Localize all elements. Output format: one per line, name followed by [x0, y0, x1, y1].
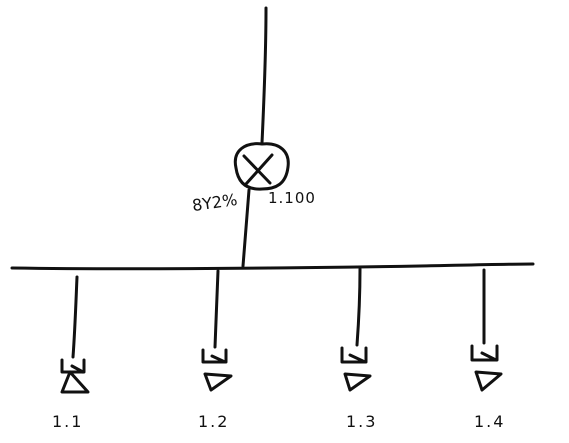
host-icon: [60, 358, 90, 394]
host-label: 1.2: [198, 412, 230, 431]
host-icon: [340, 346, 372, 392]
host-drop-line: [71, 275, 79, 359]
uplink-line: [260, 6, 268, 145]
bus-line: [10, 262, 535, 271]
router-ip-label: 1.100: [268, 189, 316, 207]
router-link-line: [241, 188, 251, 268]
host-label: 1.1: [52, 412, 84, 431]
host-drop-line: [213, 269, 220, 349]
host-label: 1.3: [346, 412, 378, 431]
host-icon: [470, 344, 503, 392]
host-drop-line: [355, 267, 362, 347]
host-label: 1.4: [474, 412, 506, 431]
host-icon: [201, 348, 233, 392]
router-icon: [233, 142, 290, 191]
